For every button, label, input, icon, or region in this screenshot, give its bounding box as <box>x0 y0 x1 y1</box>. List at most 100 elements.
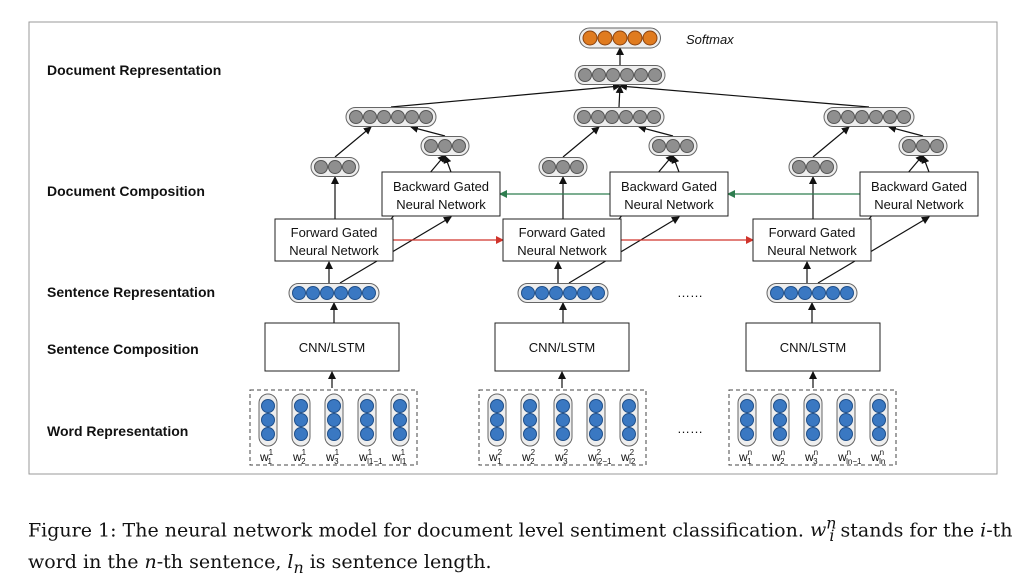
backward-gated-nn-2-label-1: Backward Gated <box>621 179 717 194</box>
node-icon <box>419 110 433 124</box>
backward-state-2 <box>648 136 698 156</box>
ellipsis-words: …… <box>677 421 703 436</box>
node-icon <box>360 413 374 427</box>
node-icon <box>806 160 820 174</box>
concat-to-document-arrow <box>390 82 621 108</box>
concat-to-document-arrow <box>619 82 870 108</box>
sentence-to-backward-arrow <box>817 216 930 284</box>
node-icon <box>452 139 466 153</box>
node-icon <box>620 68 634 82</box>
backward-state-to-concat-arrow <box>410 124 446 137</box>
figure-frame <box>28 21 998 475</box>
node-icon <box>490 427 504 441</box>
label-sentence-composition: Sentence Composition <box>47 341 199 357</box>
diagram-canvas: Document Representation Document Composi… <box>28 21 998 475</box>
node-icon <box>773 413 787 427</box>
backward-gated-nn-2-frame <box>609 171 729 217</box>
sentence-to-backward-arrow <box>339 216 452 284</box>
label-sentence-representation: Sentence Representation <box>47 284 215 300</box>
forward-state-3 <box>788 157 838 177</box>
node-icon <box>820 160 834 174</box>
node-icon <box>591 110 605 124</box>
backward-to-state-arrow <box>443 155 452 173</box>
node-icon <box>872 413 886 427</box>
node-icon <box>827 110 841 124</box>
forward-gated-nn-3-label-2: Neural Network <box>767 243 857 258</box>
cnn-lstm-2-label-1: CNN/LSTM <box>529 340 595 355</box>
backward-gated-nn-1-label-1: Backward Gated <box>393 179 489 194</box>
caption-prefix: Figure 1: The neural network model for d… <box>28 519 810 542</box>
node-icon <box>740 427 754 441</box>
sentence-vector-1 <box>288 283 380 303</box>
node-icon <box>806 413 820 427</box>
forward-gated-nn-3-label-1: Forward Gated <box>769 225 856 240</box>
node-icon <box>740 399 754 413</box>
node-icon <box>740 413 754 427</box>
node-icon <box>342 160 356 174</box>
node-icon <box>652 139 666 153</box>
node-icon <box>840 286 854 300</box>
node-icon <box>770 286 784 300</box>
caption-length-var: ln <box>287 551 304 577</box>
backward-gated-nn-2-label-2: Neural Network <box>624 197 714 212</box>
forward-state-2 <box>538 157 588 177</box>
backward-to-state-arrow <box>671 155 680 173</box>
node-icon <box>633 110 647 124</box>
forward-state-to-concat-arrow <box>812 126 850 158</box>
node-icon <box>535 286 549 300</box>
node-icon <box>883 110 897 124</box>
node-icon <box>812 286 826 300</box>
concat-vector-2 <box>573 107 665 127</box>
node-icon <box>334 286 348 300</box>
node-icon <box>806 427 820 441</box>
node-icon <box>314 160 328 174</box>
node-icon <box>490 399 504 413</box>
node-icon <box>839 413 853 427</box>
node-icon <box>591 286 605 300</box>
concat-to-document-arrow <box>615 85 624 108</box>
node-icon <box>592 68 606 82</box>
node-icon <box>261 413 275 427</box>
cnn-lstm-3: CNN/LSTM <box>745 322 881 372</box>
pills-layer <box>288 27 948 303</box>
node-icon <box>523 413 537 427</box>
node-icon <box>549 286 563 300</box>
label-document-representation: Document Representation <box>47 62 221 78</box>
node-icon <box>327 399 341 413</box>
node-icon <box>642 30 658 46</box>
caption-var: wni <box>809 514 837 546</box>
word-group-frame <box>478 389 647 466</box>
cnn-lstm-3-frame <box>745 322 881 372</box>
node-icon <box>622 399 636 413</box>
node-icon <box>627 30 643 46</box>
backward-state-3 <box>898 136 948 156</box>
node-icon <box>348 286 362 300</box>
node-icon <box>349 110 363 124</box>
node-icon <box>320 286 334 300</box>
node-icon <box>622 413 636 427</box>
forward-gated-nn-3-frame <box>752 218 872 262</box>
node-icon <box>634 68 648 82</box>
forward-state-1 <box>310 157 360 177</box>
concat-vector-1 <box>345 107 437 127</box>
node-icon <box>589 413 603 427</box>
backward-state-to-concat-arrow <box>638 124 674 137</box>
node-icon <box>916 139 930 153</box>
node-icon <box>393 399 407 413</box>
node-icon <box>306 286 320 300</box>
node-icon <box>648 68 662 82</box>
